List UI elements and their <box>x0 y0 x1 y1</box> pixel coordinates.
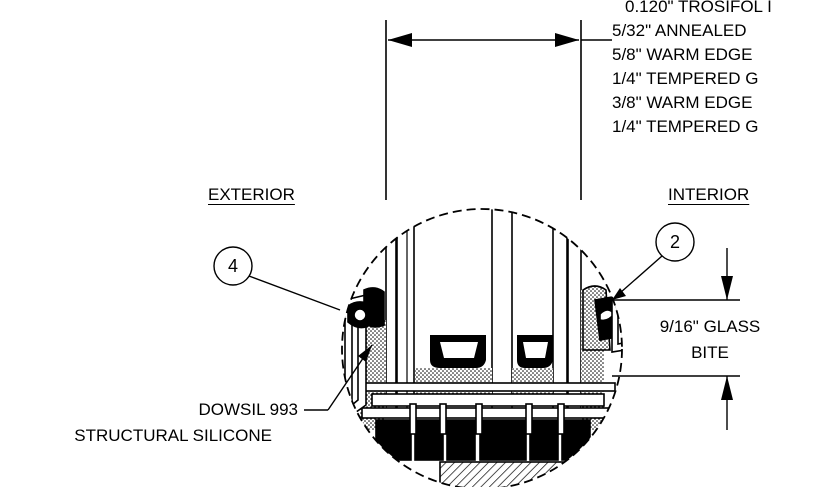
glass-bite-label-line1: 9/16" GLASS <box>659 317 761 336</box>
gasket-arrowhead <box>612 288 626 300</box>
spec-line-3: 5/8" WARM EDGE <box>612 45 753 64</box>
exterior-label: EXTERIOR <box>208 185 295 204</box>
spec-line-4: 1/4" TEMPERED G <box>612 69 759 88</box>
bite-arrow-top <box>721 276 733 300</box>
spec-line-5: 3/8" WARM EDGE <box>612 93 753 112</box>
warm-edge-spacers <box>430 335 553 368</box>
detail-circle <box>341 208 623 487</box>
callout-number-4: 4 <box>227 256 238 276</box>
silicone-label-line2: STRUCTURAL SILICONE <box>74 426 272 445</box>
spec-line-1: 0.120" TROSIFOL I <box>625 0 772 16</box>
silicone-label-line1: DOWSIL 993 <box>198 400 298 419</box>
spec-line-6: 1/4" TEMPERED G <box>612 117 759 136</box>
overall-dimension <box>385 20 612 200</box>
interior-gasket <box>582 285 622 353</box>
callout-leaders <box>213 222 695 411</box>
glass-bite-label-line2: BITE <box>691 343 729 362</box>
exterior-gasket <box>344 287 385 422</box>
callout-number-2: 2 <box>669 232 680 252</box>
spec-line-2: 5/32" ANNEALED <box>612 21 747 40</box>
mullion-frame <box>349 382 616 487</box>
bite-arrow-bottom <box>721 376 733 400</box>
interior-label: INTERIOR <box>668 185 750 204</box>
detail-section <box>344 209 622 487</box>
silicone-arrowhead <box>358 345 372 362</box>
glass-bite-dimension <box>612 248 740 430</box>
